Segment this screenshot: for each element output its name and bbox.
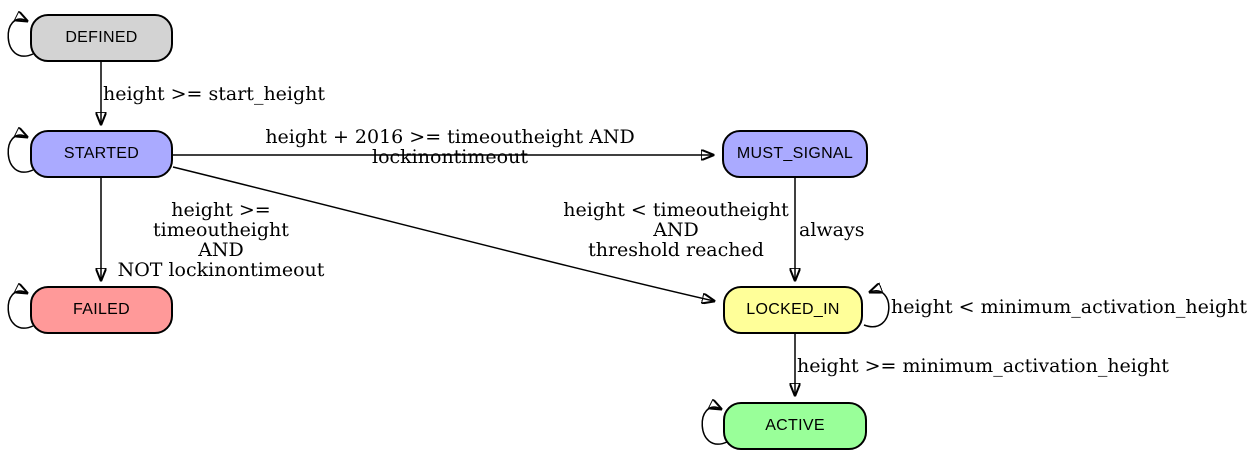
edge-defined-self-loop <box>7 19 34 57</box>
state-locked-in: LOCKED_IN <box>723 286 863 334</box>
edge-locked-in-self-loop <box>863 291 890 328</box>
state-failed-label: FAILED <box>73 301 130 318</box>
edge-started-to-locked-in <box>172 166 714 301</box>
edge-started-self-loop <box>7 135 34 173</box>
state-must-signal: MUST_SIGNAL <box>722 130 868 178</box>
edge-active-self-loop <box>701 407 728 445</box>
edge-label-defined-to-started: height >= start_height <box>103 83 326 105</box>
edge-label-started-to-must-signal: height + 2016 >= timeoutheight AND locki… <box>265 126 635 168</box>
state-active-label: ACTIVE <box>765 417 825 434</box>
state-defined-label: DEFINED <box>65 29 138 46</box>
edge-label-locked-in-to-active: height >= minimum_activation_height <box>797 355 1169 377</box>
edge-label-must-signal-to-locked-in: always <box>799 219 865 241</box>
state-started-label: STARTED <box>63 145 140 162</box>
state-defined: DEFINED <box>30 14 173 62</box>
edge-label-started-to-failed: height >= timeoutheight AND NOT lockinon… <box>117 199 325 281</box>
edge-failed-self-loop <box>7 291 34 329</box>
state-started: STARTED <box>30 130 173 178</box>
state-locked-in-label: LOCKED_IN <box>746 301 840 318</box>
state-failed: FAILED <box>30 286 173 334</box>
state-active: ACTIVE <box>723 402 867 450</box>
edge-label-locked-in-self-loop: height < minimum_activation_height <box>891 296 1247 318</box>
state-must-signal-label: MUST_SIGNAL <box>736 145 854 162</box>
edge-label-started-to-locked-in: height < timeoutheight AND threshold rea… <box>563 199 789 261</box>
